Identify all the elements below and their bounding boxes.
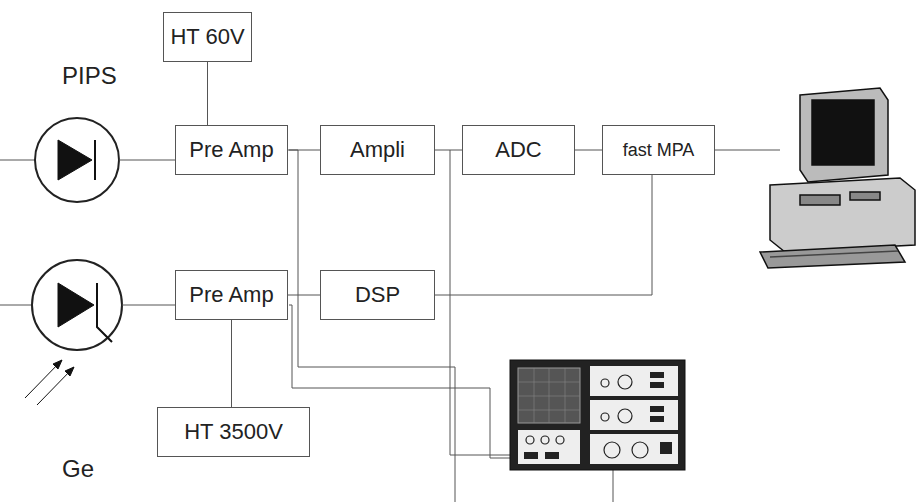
box-label: ADC bbox=[495, 137, 541, 163]
signal-connector bbox=[288, 150, 320, 151]
process-box: DSP bbox=[320, 270, 435, 320]
diode-symbol bbox=[58, 283, 94, 327]
process-box: ADC bbox=[462, 125, 575, 175]
signal-connector bbox=[435, 175, 652, 295]
wire bbox=[0, 305, 32, 306]
scope-wire bbox=[289, 150, 455, 502]
box-label: Pre Amp bbox=[189, 137, 273, 163]
wire bbox=[122, 305, 175, 306]
signal-connector bbox=[288, 295, 320, 296]
process-box: Pre Amp bbox=[175, 270, 288, 320]
box-label: fast MPA bbox=[623, 140, 695, 161]
box-label: Pre Amp bbox=[189, 282, 273, 308]
computer-illustration bbox=[760, 88, 915, 268]
scope-wire bbox=[450, 150, 510, 455]
wire bbox=[0, 160, 35, 161]
signal-connector bbox=[575, 150, 602, 151]
computer-wire bbox=[715, 150, 780, 151]
diode-symbol bbox=[58, 140, 92, 180]
detector-symbol bbox=[32, 260, 122, 350]
wire bbox=[119, 160, 175, 161]
detector-symbol bbox=[35, 118, 119, 202]
diode-bar bbox=[97, 283, 112, 342]
detector-label: PIPS bbox=[62, 62, 117, 90]
radiation-arrow bbox=[25, 360, 62, 398]
process-box: fast MPA bbox=[602, 125, 715, 175]
scope-wire bbox=[613, 468, 614, 502]
process-box: Pre Amp bbox=[175, 125, 288, 175]
signal-connector bbox=[231, 320, 232, 407]
box-label: HT 60V bbox=[170, 24, 244, 50]
scope-wire bbox=[289, 305, 528, 458]
diode-bar bbox=[94, 140, 96, 180]
process-box: HT 60V bbox=[163, 12, 252, 62]
box-label: Ampli bbox=[350, 137, 405, 163]
box-label: DSP bbox=[355, 282, 400, 308]
signal-connector bbox=[207, 62, 208, 125]
process-box: HT 3500V bbox=[157, 407, 310, 457]
process-box: Ampli bbox=[320, 125, 435, 175]
radiation-arrow bbox=[37, 367, 74, 405]
signal-connector bbox=[435, 150, 462, 151]
oscilloscope-illustration bbox=[510, 360, 685, 470]
detector-label: Ge bbox=[62, 455, 94, 483]
box-label: HT 3500V bbox=[184, 419, 283, 445]
